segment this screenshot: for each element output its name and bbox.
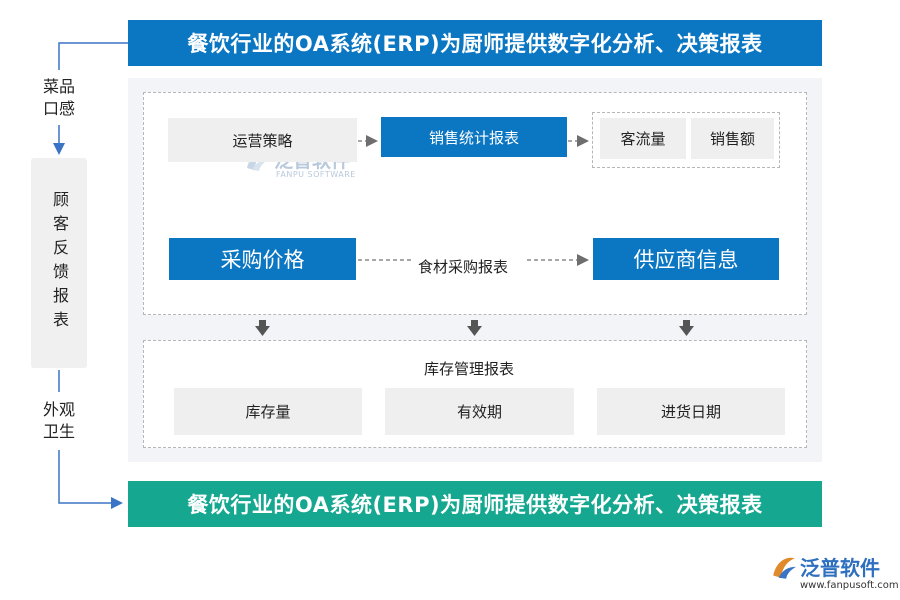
appearance-label: 外观 卫生 [42,400,75,441]
stock-quantity-box: 库存量 [174,388,362,435]
to-footer-arrow [58,450,123,509]
supplier-info-box: 供应商信息 [593,238,779,280]
top-connector [58,42,128,70]
fanpu-corner-logo-icon [773,557,796,579]
bottom-banner-title: 餐饮行业的OA系统(ERP)为厨师提供数字化分析、决策报表 [187,493,763,517]
purchase-date-box: 进货日期 [597,388,785,435]
expiry-date-box: 有效期 [385,388,574,435]
down-arrow-middle [467,320,482,336]
operation-strategy-box: 运营策略 [168,118,357,162]
sales-metrics-group [592,112,780,168]
down-arrow-right [679,320,694,336]
top-banner-title: 餐饮行业的OA系统(ERP)为厨师提供数字化分析、决策报表 [187,32,763,56]
customer-flow-box: 客流量 [600,118,686,159]
corner-brand: 泛普软件 [800,556,880,580]
down-arrow-left [255,320,270,336]
corner-url: www.fanpusoft.com [800,580,899,591]
taste-label: 菜品 口感 [42,77,75,118]
sales-amount-box: 销售额 [691,118,774,159]
inventory-report-title: 库存管理报表 [424,360,515,378]
customer-feedback-label: 顾客反馈报表 [50,191,69,335]
corner-logo: 泛普软件 www.fanpusoft.com [770,552,899,596]
bottom-banner: 餐饮行业的OA系统(ERP)为厨师提供数字化分析、决策报表 [128,481,822,527]
purchase-price-box: 采购价格 [169,238,356,280]
ingredient-purchase-report-label: 食材采购报表 [418,258,509,276]
customer-feedback-box: 顾客反馈报表 [31,158,87,368]
sales-report-box: 销售统计报表 [381,117,567,157]
top-banner: 餐饮行业的OA系统(ERP)为厨师提供数字化分析、决策报表 [128,20,822,66]
